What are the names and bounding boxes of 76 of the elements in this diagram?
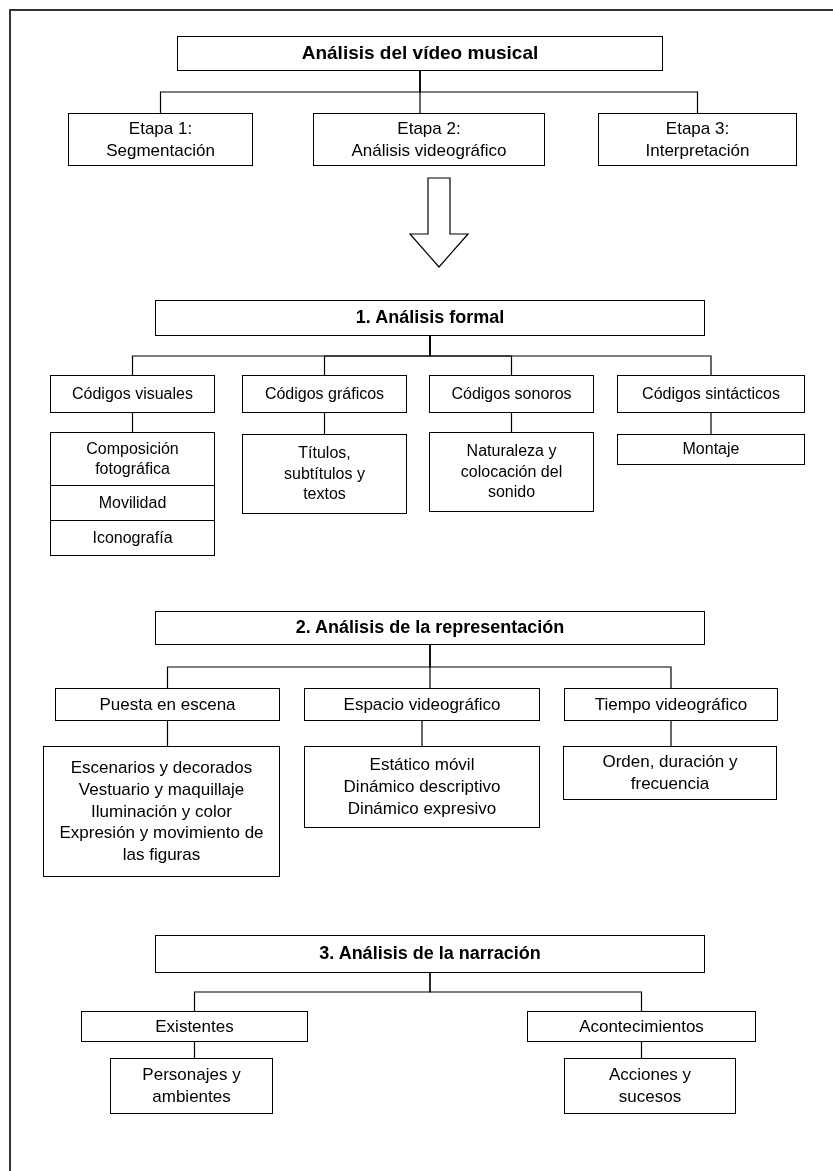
- item-box: [43, 746, 280, 877]
- stage-text: Interpretación: [645, 139, 750, 162]
- item-box: [617, 434, 805, 465]
- category-box: [55, 688, 280, 721]
- category-text: Existentes: [155, 1015, 234, 1038]
- category-text: Espacio videográfico: [343, 693, 501, 716]
- category-box: [304, 688, 540, 721]
- item-text: Estático móvil: [369, 754, 475, 777]
- category-box: [50, 375, 215, 413]
- stage-box: [313, 113, 545, 166]
- item-box: [50, 520, 215, 556]
- stage-text: Etapa 1:: [128, 117, 193, 140]
- item-text: Orden, duración y frecuencia: [601, 751, 739, 795]
- item-text: Composición fotográfica: [85, 438, 180, 479]
- section-heading-box: [155, 300, 705, 336]
- item-box: [50, 485, 215, 521]
- item-box: [564, 1058, 736, 1114]
- category-box: [564, 688, 778, 721]
- category-box: [242, 375, 407, 413]
- category-text: Códigos gráficos: [264, 383, 385, 404]
- connector-line: [419, 70, 699, 114]
- item-box: [563, 746, 777, 800]
- category-box: [81, 1011, 308, 1042]
- section-heading-box: [177, 36, 663, 71]
- item-text: Acciones y sucesos: [607, 1064, 693, 1108]
- block-arrow: [408, 177, 470, 268]
- heading-text: 1. Análisis formal: [355, 306, 505, 330]
- category-box: [617, 375, 805, 413]
- item-text: Iluminación y color: [91, 800, 232, 823]
- item-box: [50, 432, 215, 486]
- stage-text: Etapa 3:: [665, 117, 730, 140]
- stage-text: Segmentación: [106, 139, 215, 162]
- item-text: Naturaleza y colocación del sonido: [459, 441, 564, 503]
- connector-line: [429, 972, 643, 1012]
- item-text: Vestuario y maquillaje: [78, 778, 245, 801]
- item-text: Personajes y ambientes: [141, 1064, 242, 1108]
- item-box: [110, 1058, 273, 1114]
- connector-line: [429, 335, 712, 376]
- category-text: Acontecimientos: [579, 1015, 704, 1038]
- connector-line: [510, 412, 513, 433]
- stage-text: Etapa 2:: [397, 117, 461, 140]
- item-text: Montaje: [682, 439, 740, 460]
- stage-text: Análisis videográfico: [351, 139, 507, 162]
- category-box: [527, 1011, 756, 1042]
- item-text: Dinámico descriptivo: [343, 776, 501, 798]
- item-box: [242, 434, 407, 514]
- category-box: [429, 375, 594, 413]
- section-heading-box: [155, 611, 705, 645]
- connector-line: [131, 412, 134, 433]
- item-text: Iconografía: [92, 527, 173, 548]
- category-text: Tiempo videográfico: [594, 693, 748, 716]
- section-heading-box: [155, 935, 705, 973]
- connector-line: [193, 1041, 196, 1059]
- connector-line: [670, 720, 672, 747]
- category-text: Códigos visuales: [72, 383, 193, 404]
- item-text: Expresión y movimiento de las figuras: [58, 822, 265, 866]
- item-box: [304, 746, 540, 828]
- connector-line: [323, 412, 326, 435]
- connector-line: [166, 720, 169, 747]
- category-text: Puesta en escena: [99, 693, 236, 716]
- heading-text: 2. Análisis de la representación: [295, 616, 565, 640]
- connector-line: [429, 644, 672, 689]
- heading-text: 3. Análisis de la narración: [319, 942, 541, 966]
- stage-box: [598, 113, 797, 166]
- stage-box: [68, 113, 253, 166]
- item-text: Dinámico expresivo: [347, 797, 497, 820]
- item-box: [429, 432, 594, 512]
- item-text: Títulos, subtítulos y textos: [283, 443, 366, 505]
- item-text: Movilidad: [98, 492, 167, 513]
- connector-line: [421, 720, 423, 747]
- heading-text: Análisis del vídeo musical: [301, 41, 539, 66]
- item-text: Escenarios y decorados: [70, 757, 253, 779]
- connector-line: [640, 1041, 643, 1059]
- category-text: Códigos sintácticos: [642, 383, 780, 404]
- connector-line: [710, 412, 712, 435]
- category-text: Códigos sonoros: [451, 383, 572, 404]
